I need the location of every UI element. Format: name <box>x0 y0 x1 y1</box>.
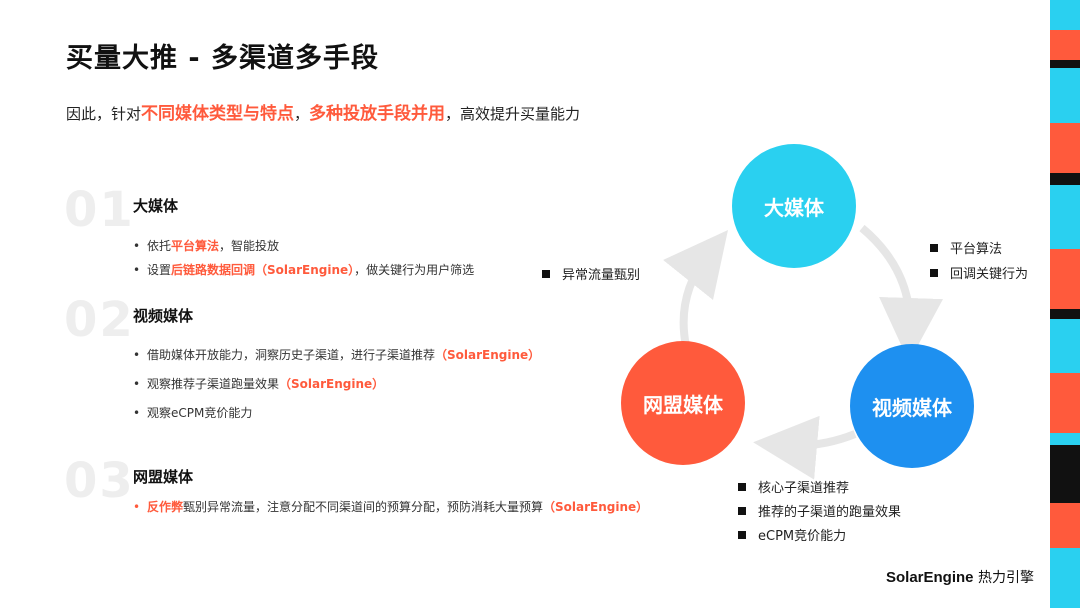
subtitle-highlight-1: 不同媒体类型与特点 <box>141 104 295 124</box>
stripe-block <box>1050 309 1080 319</box>
bullet-dot: • <box>133 348 141 362</box>
page-title: 买量大推 - 多渠道多手段 <box>66 43 380 74</box>
stripe-block <box>1050 445 1080 503</box>
bullet-highlight: （SolarEngine） <box>279 377 385 391</box>
bullet-item: • 观察eCPM竞价能力 <box>133 404 252 421</box>
section-number-03: 03 <box>64 453 135 509</box>
bullet-highlight: （SolarEngine） <box>435 348 541 362</box>
stripe-block <box>1050 60 1080 68</box>
stripe-block <box>1050 249 1080 309</box>
bullet-dot: • <box>133 263 141 277</box>
stripe-block <box>1050 30 1080 60</box>
square-bullet-icon <box>738 507 746 515</box>
stripe-block <box>1050 173 1080 185</box>
arrow-big-to-video <box>859 224 944 362</box>
bullet-dot: • <box>133 239 141 253</box>
stripe-block <box>1050 503 1080 548</box>
bullet-item: • 设置后链路数据回调（SolarEngine），做关键行为用户筛选 <box>133 261 474 278</box>
square-bullet-icon <box>930 244 938 252</box>
stripe-block <box>1050 319 1080 373</box>
note-left: 异常流量甄别 <box>542 264 640 283</box>
logo-brand: SolarEngine <box>886 569 974 586</box>
bullet-dot: • <box>133 406 141 420</box>
note-text: 核心子渠道推荐 <box>758 481 850 496</box>
stripe-block <box>1050 185 1080 249</box>
arrow-video-to-union <box>753 415 857 480</box>
section-title-big-media: 大媒体 <box>133 197 179 215</box>
bullet-highlight: （SolarEngine） <box>543 500 649 514</box>
circle-video-media: 视频媒体 <box>850 344 974 468</box>
bullet-text: ，做关键行为用户筛选 <box>354 263 475 277</box>
note-text: 推荐的子渠道的跑量效果 <box>758 505 902 520</box>
bullet-item: • 反作弊甄别异常流量，注意分配不同渠道间的预算分配，预防消耗大量预算（Solar… <box>133 498 648 515</box>
stripe-block <box>1050 548 1080 608</box>
subtitle-highlight-2: 多种投放手段并用 <box>309 104 446 124</box>
subtitle: 因此，针对不同媒体类型与特点，多种投放手段并用，高效提升买量能力 <box>66 99 580 124</box>
stripe-block <box>1050 433 1080 445</box>
bullet-item: • 观察推荐子渠道跑量效果（SolarEngine） <box>133 375 384 392</box>
bullet-item: • 依托平台算法，智能投放 <box>133 237 279 254</box>
bullet-dot: • <box>133 377 141 391</box>
note-bottom: 推荐的子渠道的跑量效果 <box>738 501 901 520</box>
subtitle-post: ，高效提升买量能力 <box>445 105 581 123</box>
stripe-block <box>1050 123 1080 173</box>
circle-big-media: 大媒体 <box>732 144 856 268</box>
note-bottom: eCPM竞价能力 <box>738 525 846 544</box>
note-text: 异常流量甄别 <box>562 268 641 283</box>
bullet-text: 设置 <box>147 263 172 277</box>
stripe-block <box>1050 0 1080 30</box>
bullet-highlight: 后链路数据回调（SolarEngine） <box>171 263 355 277</box>
bullet-highlight: 平台算法 <box>171 239 220 253</box>
bullet-text: 观察推荐子渠道跑量效果 <box>147 377 280 391</box>
bullet-text: 依托 <box>147 239 172 253</box>
note-bottom: 核心子渠道推荐 <box>738 477 849 496</box>
bullet-highlight: 反作弊 <box>147 500 184 514</box>
cycle-arrows <box>663 224 944 480</box>
square-bullet-icon <box>738 531 746 539</box>
bullet-text: 甄别异常流量，注意分配不同渠道间的预算分配，预防消耗大量预算 <box>183 500 544 514</box>
note-text: eCPM竞价能力 <box>758 529 847 544</box>
bullet-text: 观察eCPM竞价能力 <box>147 406 253 420</box>
stripe-block <box>1050 68 1080 123</box>
square-bullet-icon <box>930 269 938 277</box>
section-number-01: 01 <box>64 182 135 238</box>
note-text: 平台算法 <box>950 242 1003 257</box>
bullet-text: 借助媒体开放能力，洞察历史子渠道，进行子渠道推荐 <box>147 348 436 362</box>
arrow-union-to-big <box>663 230 728 347</box>
section-number-02: 02 <box>64 292 135 348</box>
square-bullet-icon <box>542 270 550 278</box>
brand-logo: SolarEngine 热力引擎 <box>886 567 1034 587</box>
stripe-block <box>1050 373 1080 433</box>
note-right: 平台算法 <box>930 238 1002 257</box>
logo-cn: 热力引擎 <box>977 570 1034 586</box>
circle-union-media: 网盟媒体 <box>621 341 745 465</box>
bullet-item: • 借助媒体开放能力，洞察历史子渠道，进行子渠道推荐（SolarEngine） <box>133 346 540 363</box>
square-bullet-icon <box>738 483 746 491</box>
subtitle-mid: ， <box>294 105 310 123</box>
decorative-stripe <box>1050 0 1080 608</box>
note-text: 回调关键行为 <box>950 267 1029 282</box>
subtitle-pre: 因此，针对 <box>66 105 142 123</box>
note-right: 回调关键行为 <box>930 263 1028 282</box>
bullet-dot: • <box>133 500 141 514</box>
section-title-union-media: 网盟媒体 <box>133 468 194 486</box>
bullet-text: ，智能投放 <box>219 239 280 253</box>
section-title-video-media: 视频媒体 <box>133 307 194 325</box>
